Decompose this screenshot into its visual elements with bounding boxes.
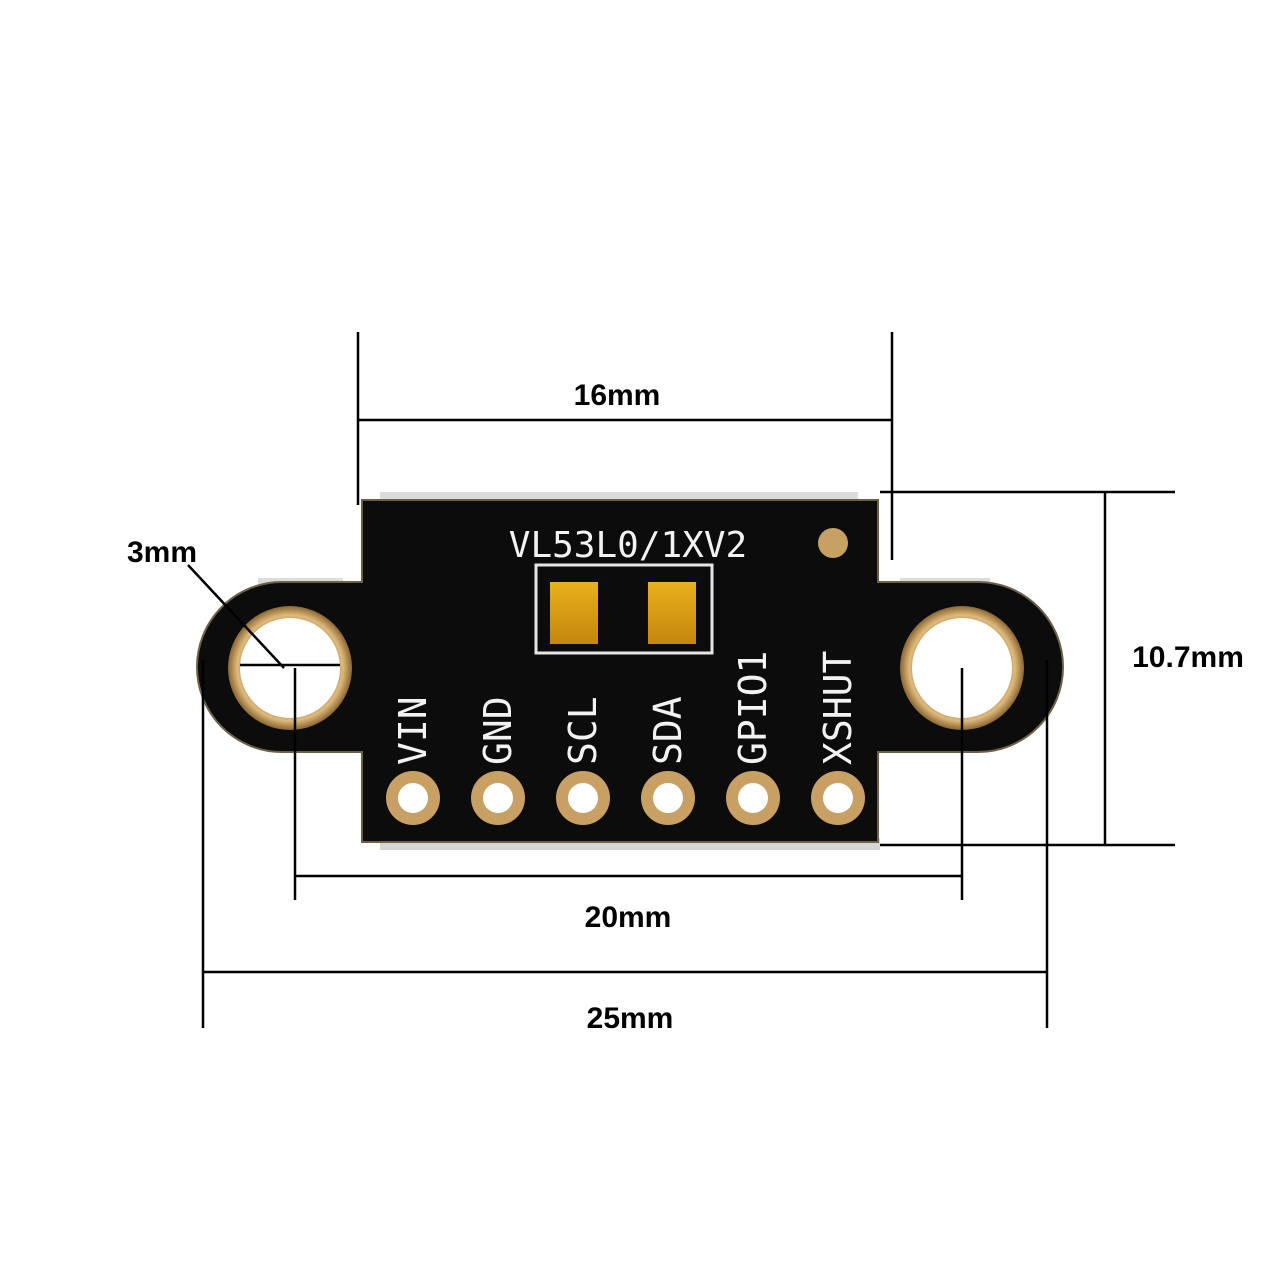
sensor-window (534, 563, 714, 655)
pin-pad-gnd (471, 771, 525, 825)
model-label: VL53L0/1XV2 (509, 525, 747, 566)
pin-labels: VIN GND SCL SDA GPIO1 XSHUT (391, 651, 860, 765)
pin-pad-scl (556, 771, 610, 825)
pin-label-gnd: GND (476, 696, 520, 765)
dimension-lines (187, 332, 1175, 1028)
pin-label-gpio1: GPIO1 (731, 651, 775, 765)
pin-pads (386, 771, 865, 825)
fiducial-pad (818, 528, 848, 558)
pin-label-xshut: XSHUT (816, 651, 860, 765)
pin-label-sda: SDA (646, 696, 690, 765)
pcb-board (196, 499, 1064, 843)
mounting-hole-left (228, 606, 352, 730)
dim-label-25mm: 25mm (587, 1002, 674, 1035)
pin-label-vin: VIN (391, 696, 435, 765)
dim-label-16mm: 16mm (574, 379, 661, 412)
pin-pad-sda (641, 771, 695, 825)
dim-label-20mm: 20mm (585, 901, 672, 934)
pin-pad-vin (386, 771, 440, 825)
dim-label-10-7mm: 10.7mm (1132, 641, 1244, 674)
pin-pad-xshut (811, 771, 865, 825)
dim-label-3mm: 3mm (127, 536, 197, 569)
pin-label-scl: SCL (561, 696, 605, 765)
pin-pad-gpio1 (726, 771, 780, 825)
